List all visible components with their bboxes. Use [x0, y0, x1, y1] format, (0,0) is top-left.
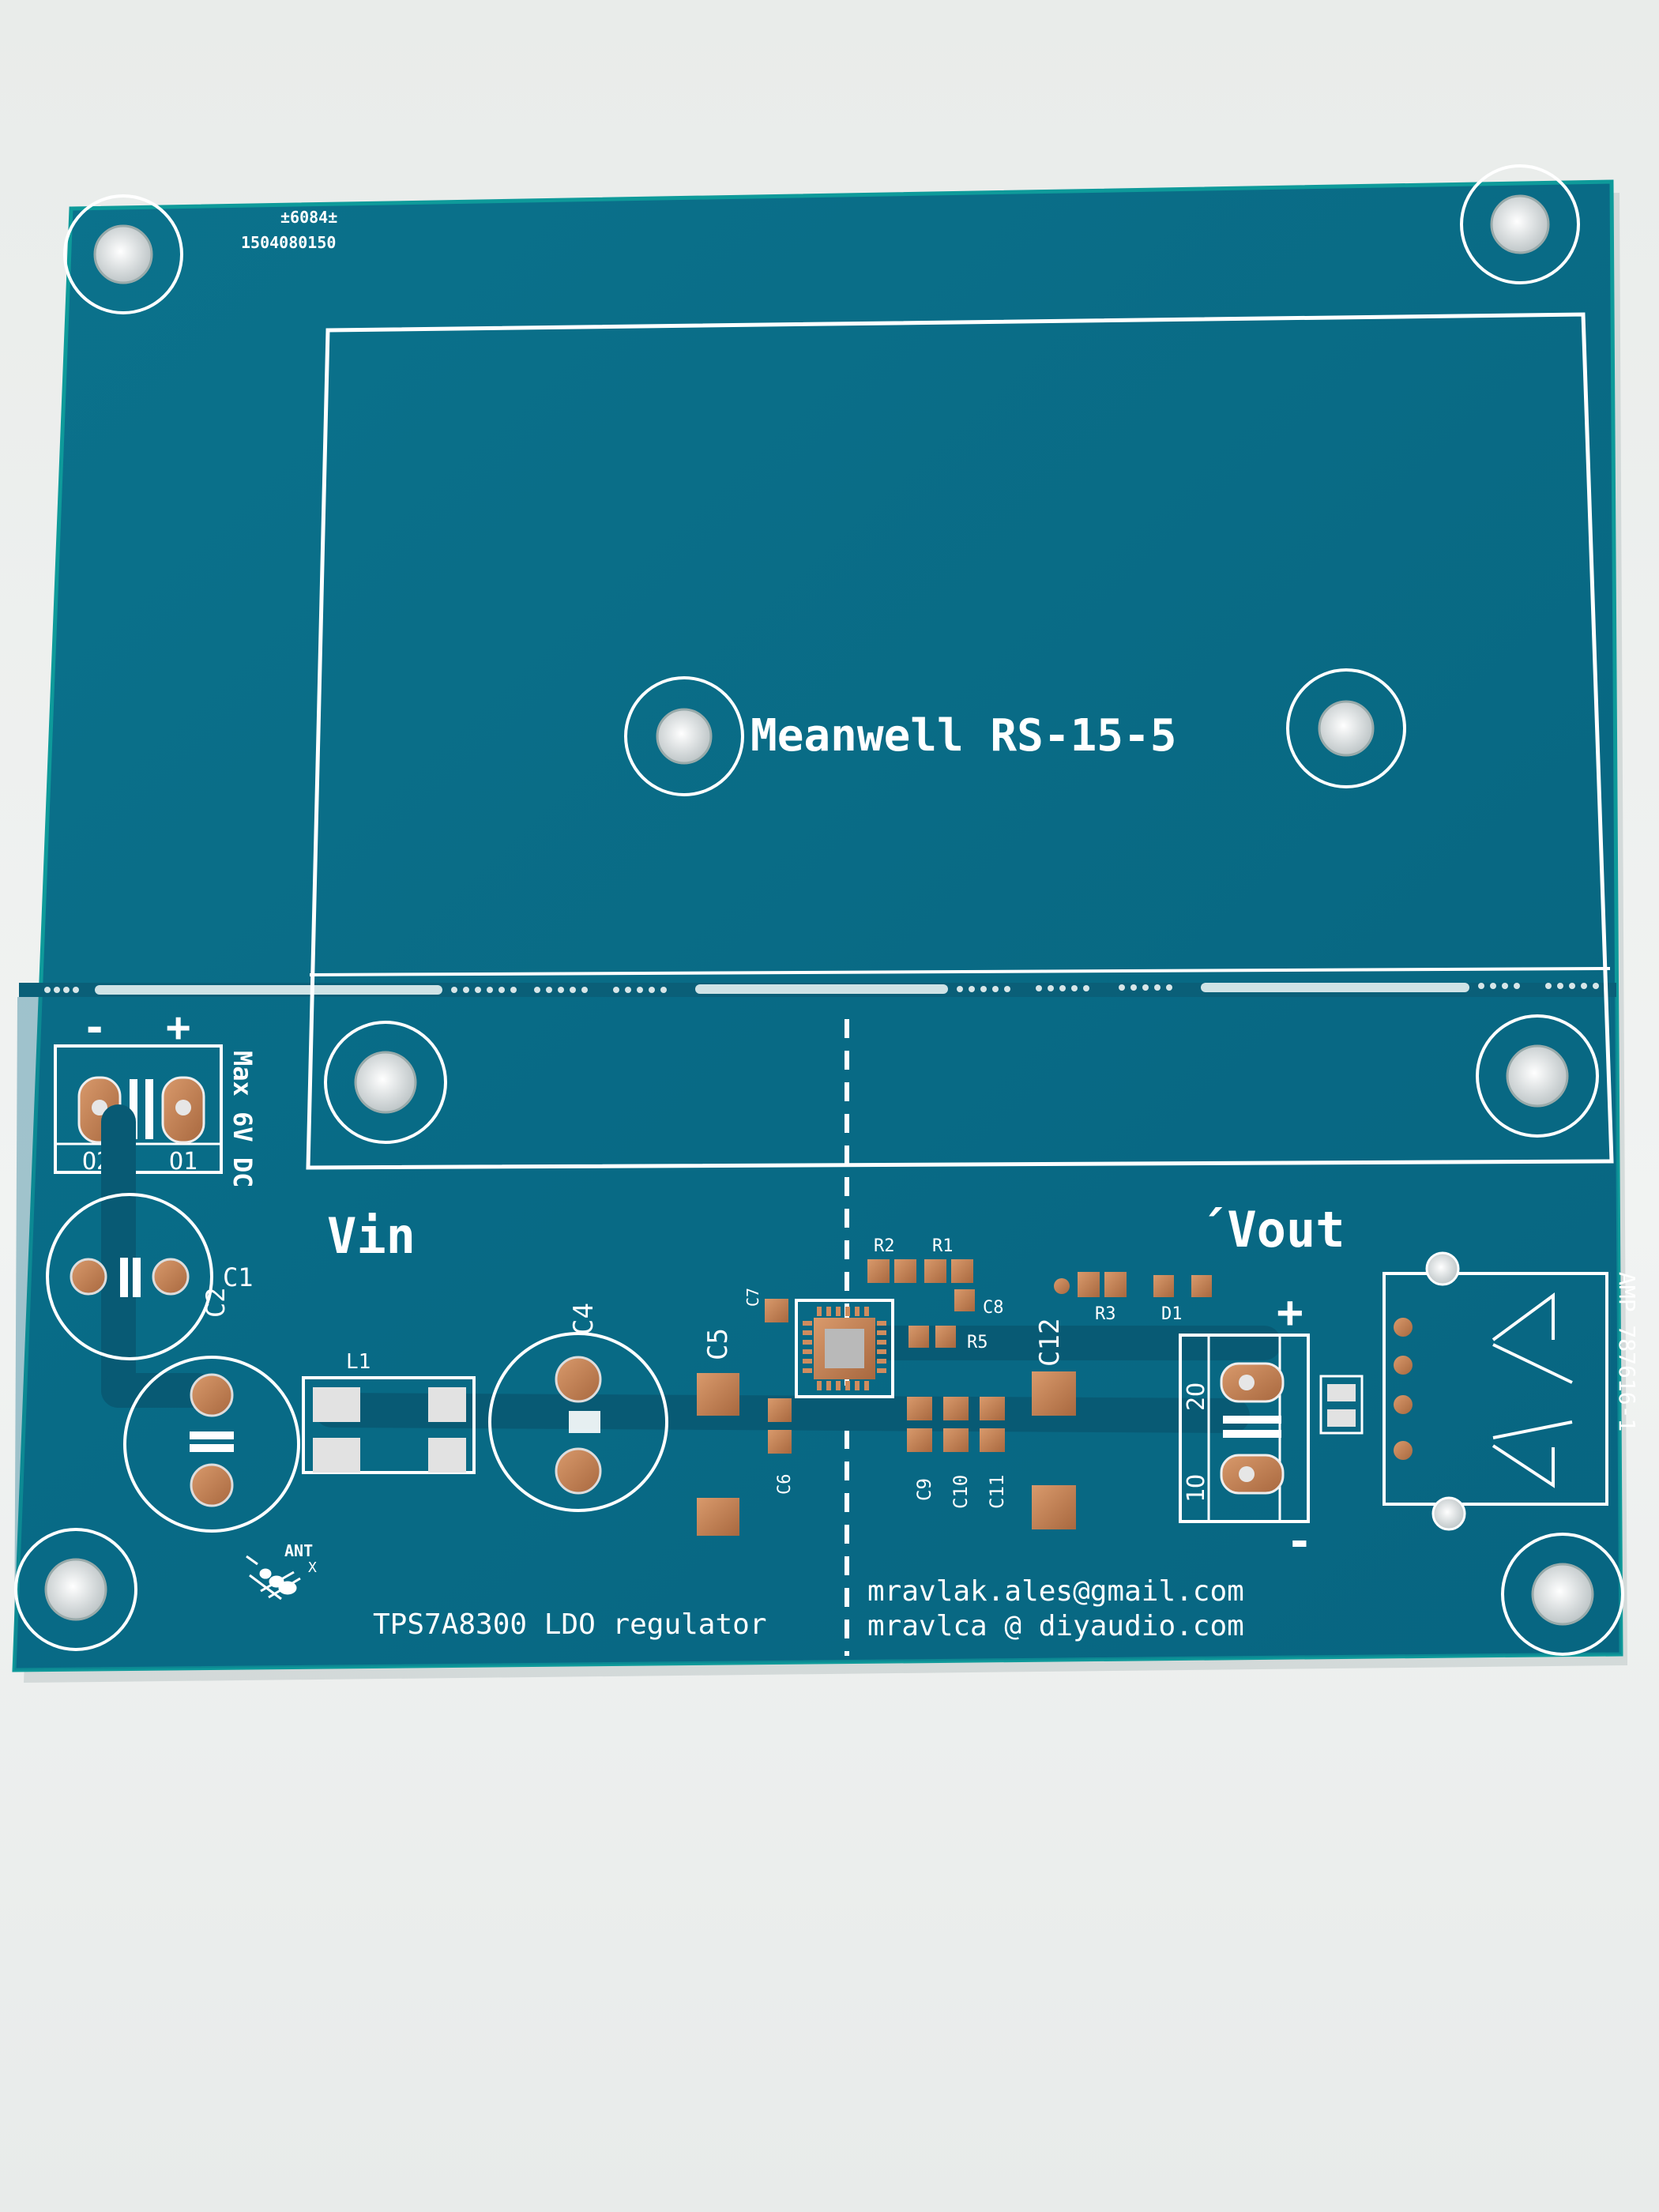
batch-line-2: 1504080150 — [241, 233, 336, 252]
capacitor-c1 — [46, 1193, 213, 1360]
capacitors-c9-c11 — [907, 1397, 1005, 1452]
output-plus-sign: + — [1277, 1287, 1304, 1338]
module-inner-line — [309, 967, 1611, 976]
ant-logo-text: ANT — [284, 1541, 313, 1560]
pad-c8 — [954, 1289, 975, 1311]
pad-c6-b — [768, 1430, 792, 1454]
usb-part-label: AMP 787616-1 — [1614, 1272, 1640, 1431]
input-rating: Max 6V DC — [228, 1051, 258, 1187]
input-pin1-label: O1 — [169, 1148, 198, 1176]
pad-c12-b — [1032, 1485, 1076, 1529]
diode-d1 — [1153, 1275, 1212, 1297]
module-outline — [306, 312, 1614, 1170]
hole-module-right — [1286, 668, 1406, 788]
pad-c5-b — [697, 1498, 739, 1536]
break-line — [19, 983, 1616, 997]
hole-module-left — [624, 676, 744, 796]
contact-forum: mravlca @ diyaudio.com — [867, 1610, 1244, 1642]
label-c7: C7 — [743, 1288, 762, 1307]
label-c1: C1 — [223, 1262, 254, 1292]
contact-email: mravlak.ales@gmail.com — [867, 1575, 1244, 1608]
board-body — [12, 179, 1623, 1672]
pad-c6 — [768, 1398, 792, 1422]
ant-logo: ANT X — [246, 1541, 317, 1601]
hole-top-left — [63, 194, 183, 314]
resistor-r1 — [924, 1259, 973, 1283]
pad-c5 — [697, 1373, 739, 1416]
resistor-r2 — [867, 1259, 916, 1283]
resistor-r3 — [1054, 1272, 1127, 1297]
module-label: Meanwell RS-15-5 — [750, 710, 1176, 762]
hole-mid-right — [1476, 1014, 1599, 1138]
label-r5: R5 — [967, 1333, 988, 1352]
output-minus-sign: - — [1286, 1516, 1313, 1567]
mounting-holes — [14, 164, 1624, 1656]
resistor-r5 — [908, 1326, 956, 1348]
label-r1: R1 — [932, 1236, 954, 1256]
vout-label: ´Vout — [1198, 1201, 1345, 1258]
input-minus-sign: - — [82, 1004, 107, 1051]
label-c2: C2 — [201, 1287, 231, 1318]
label-c10: C10 — [950, 1475, 972, 1509]
label-c8: C8 — [983, 1298, 1004, 1318]
output-terminal-block — [1179, 1334, 1310, 1523]
input-plus-sign: + — [166, 1004, 190, 1051]
inductor-l1 — [302, 1376, 476, 1474]
pad-c12 — [1032, 1371, 1076, 1416]
label-c11: C11 — [986, 1475, 1008, 1509]
pad-c7 — [765, 1299, 788, 1322]
label-d1: D1 — [1161, 1304, 1183, 1324]
label-c12: C12 — [1034, 1319, 1066, 1367]
capacitor-c4 — [488, 1332, 668, 1512]
hole-mid-left — [324, 1021, 447, 1144]
label-c5: C5 — [702, 1328, 734, 1360]
hole-bottom-left — [14, 1528, 137, 1651]
label-l1: L1 — [346, 1350, 371, 1374]
ldo-regulator-ic — [795, 1299, 894, 1398]
label-c9: C9 — [913, 1478, 935, 1501]
usb-filter-pad — [1319, 1375, 1364, 1435]
usb-connector — [1382, 1251, 1608, 1531]
label-r2: R2 — [874, 1236, 895, 1256]
label-c4: C4 — [568, 1303, 600, 1335]
capacitor-c2 — [123, 1356, 300, 1533]
ant-logo-sub: X — [308, 1559, 317, 1576]
output-pin2-label: 2O — [1183, 1382, 1210, 1411]
label-r3: R3 — [1095, 1304, 1116, 1324]
hole-top-right — [1460, 164, 1580, 284]
label-c6: C6 — [775, 1474, 795, 1495]
output-pin1-label: 1O — [1183, 1474, 1210, 1503]
batch-line-1: ±6084± — [280, 208, 337, 227]
hole-bottom-right — [1501, 1533, 1624, 1656]
regulator-label: TPS7A8300 LDO regulator — [373, 1608, 767, 1641]
input-terminal-block — [54, 1044, 223, 1174]
vin-label: Vin — [327, 1207, 416, 1265]
